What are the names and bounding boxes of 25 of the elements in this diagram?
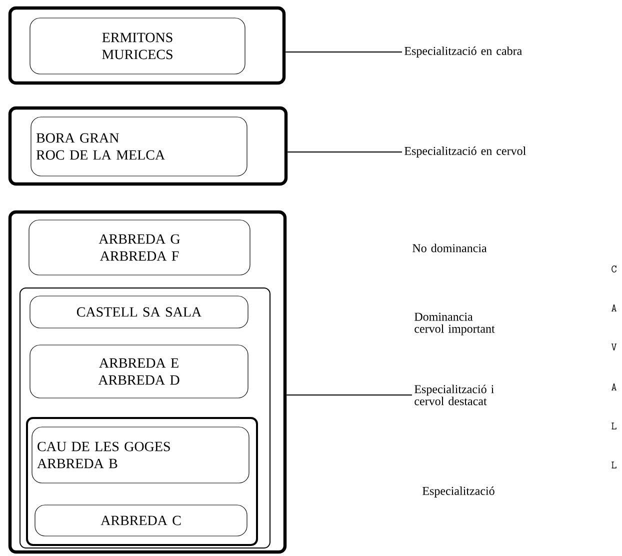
category-label: Especialització	[422, 486, 494, 498]
vertical-letter: A	[611, 384, 617, 390]
site-box: ARBREDA C	[34, 504, 248, 536]
vertical-letter: A	[611, 304, 617, 312]
vertical-letter: V	[611, 344, 617, 350]
leader-line	[286, 394, 412, 396]
group-box	[26, 417, 258, 546]
category-label: No dominancia	[412, 244, 487, 252]
vertical-letter: L	[612, 462, 616, 468]
category-label: Especialització en cabra	[404, 46, 522, 58]
group-box	[20, 288, 270, 548]
category-label: Especialització i cervol destacat	[414, 384, 494, 406]
site-box: CAU DE LES GOGES ARBREDA B	[32, 426, 250, 484]
group-box	[8, 106, 288, 186]
category-label: Especialització en cervol	[404, 146, 526, 158]
vertical-letter: L	[612, 422, 616, 430]
category-label: Dominancia cervol important	[414, 312, 495, 336]
site-box: BORA GRAN ROC DE LA MELCA	[30, 116, 248, 176]
group-box	[8, 6, 286, 85]
vertical-letter: C	[612, 266, 616, 272]
site-box: ARBREDA E ARBREDA D	[30, 344, 248, 398]
site-box: ARBREDA G ARBREDA F	[28, 220, 250, 276]
site-box: ERMITONS MURICECS	[30, 18, 246, 74]
site-box: CASTELL SA SALA	[30, 296, 248, 328]
group-box	[8, 210, 287, 554]
